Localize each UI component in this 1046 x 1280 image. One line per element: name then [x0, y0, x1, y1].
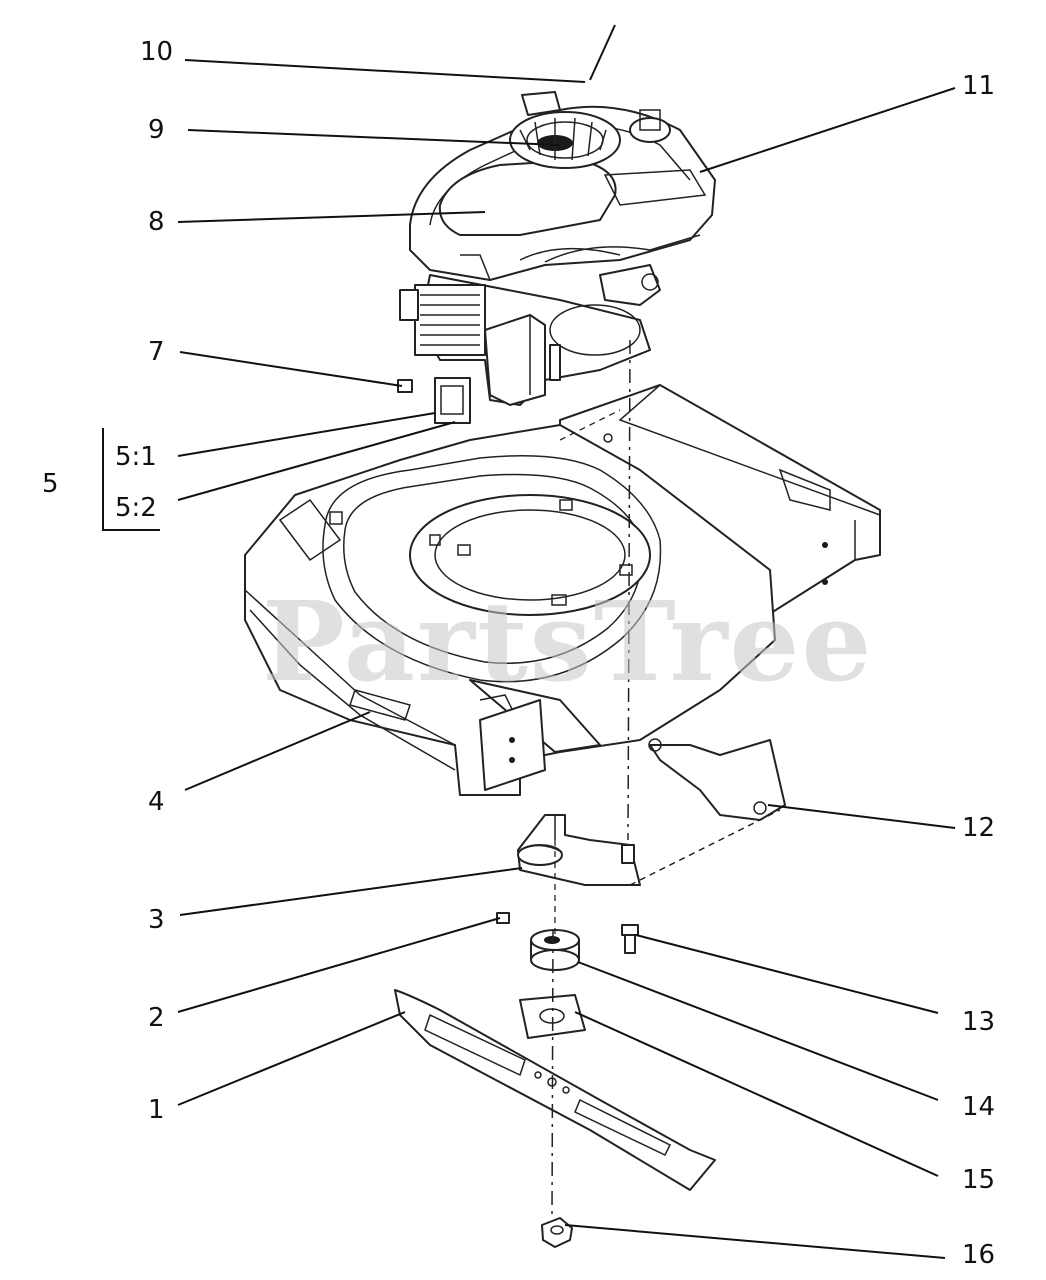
gasket-plate	[434, 377, 471, 424]
spacer	[530, 929, 580, 971]
callout-5-1: 5:1	[115, 442, 157, 472]
blade-nut	[541, 1217, 573, 1248]
crankshaft-axis	[627, 339, 631, 841]
callout-1: 1	[148, 1095, 165, 1125]
bolt	[621, 924, 639, 954]
callout-10: 10	[140, 37, 173, 67]
callout-4: 4	[148, 787, 165, 817]
callout-3: 3	[148, 905, 165, 935]
callout-16: 16	[962, 1240, 995, 1270]
cylinder-fins	[399, 284, 486, 356]
callout-15: 15	[962, 1165, 995, 1195]
flywheel-screen	[509, 111, 621, 169]
callout-11: 11	[962, 71, 995, 101]
callout-2: 2	[148, 1003, 165, 1033]
callout-9: 9	[148, 115, 165, 145]
callout-13: 13	[962, 1007, 995, 1037]
group-5-bracket	[102, 428, 160, 531]
watermark: PartsTree	[262, 577, 874, 706]
callout-8: 8	[148, 207, 165, 237]
callout-labels: 10 9 8 7 5:1 5 5:2 11 4 12 3 2 13 1 14 1…	[42, 37, 995, 1270]
callout-7: 7	[148, 337, 165, 367]
callout-12: 12	[962, 813, 995, 843]
blade-adapter	[517, 814, 641, 886]
blade	[394, 989, 716, 1191]
engine-assembly	[399, 91, 716, 406]
blade-axis	[551, 929, 554, 1216]
baffle	[648, 738, 786, 821]
callout-5: 5	[42, 469, 59, 499]
blade-stiffener	[519, 994, 586, 1039]
mower-deck	[244, 384, 881, 796]
leader-lines	[177, 24, 956, 1259]
callout-14: 14	[962, 1092, 995, 1122]
callout-5-2: 5:2	[115, 493, 157, 523]
